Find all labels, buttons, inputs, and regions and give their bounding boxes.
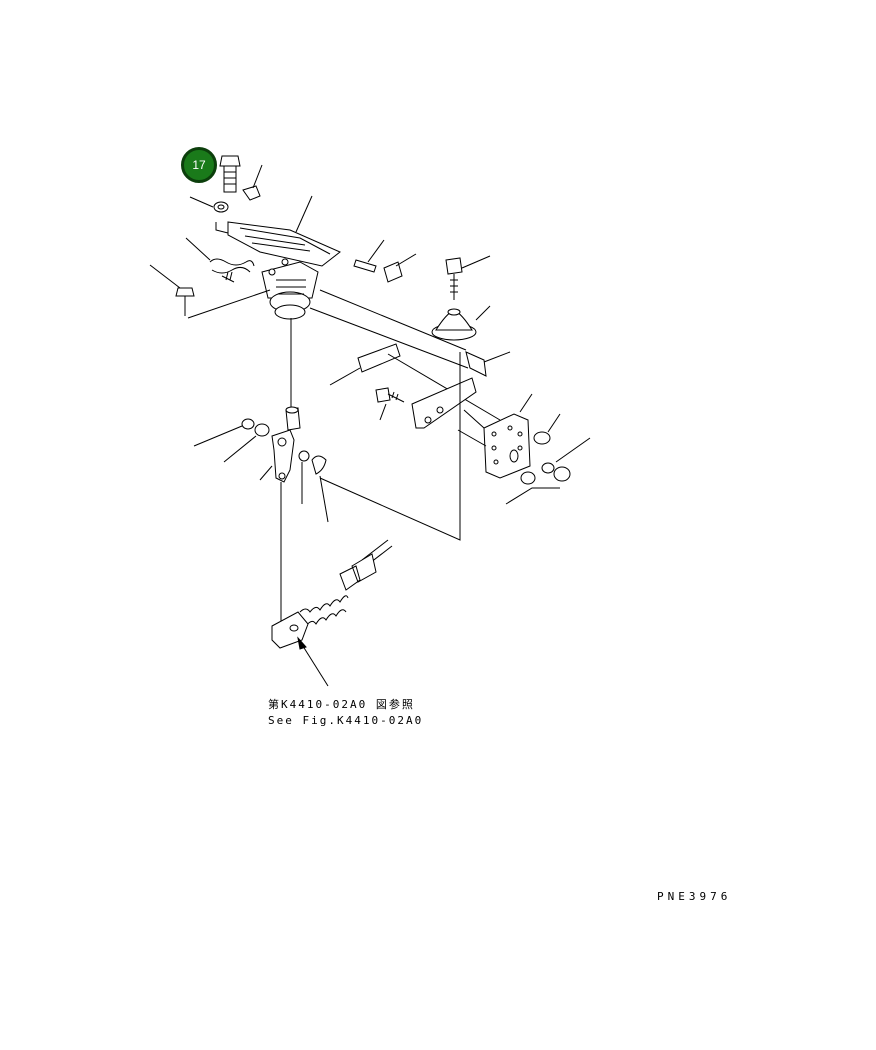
cable <box>299 539 393 627</box>
nut-small <box>189 196 229 213</box>
rod <box>290 318 461 541</box>
link-rod-end <box>285 406 301 431</box>
bolt-mid <box>375 387 405 421</box>
pin-clip <box>353 239 417 283</box>
bracket <box>309 289 511 421</box>
pedal <box>215 195 341 267</box>
spring <box>185 237 255 283</box>
reference-note-japanese: 第K4410-02A0 図参照 <box>268 698 415 711</box>
bracket-arm <box>411 377 477 429</box>
callout-badge-17[interactable]: 17 <box>181 147 217 183</box>
washer-clip <box>298 450 329 523</box>
bolt-left <box>149 264 271 319</box>
rubber-dome <box>431 305 491 341</box>
pedal-boot <box>261 258 319 320</box>
lever <box>259 429 295 630</box>
drawing-code: PNE3976 <box>657 890 732 903</box>
reference-note-english: See Fig.K4410-02A0 <box>268 714 424 727</box>
flange-plate <box>457 393 533 479</box>
reference-arrow <box>297 636 329 687</box>
nuts-right <box>505 413 591 505</box>
stopper-bolt <box>445 255 491 300</box>
snap-ring <box>193 418 270 463</box>
bolt-top <box>219 155 241 193</box>
clip-top <box>242 164 263 201</box>
